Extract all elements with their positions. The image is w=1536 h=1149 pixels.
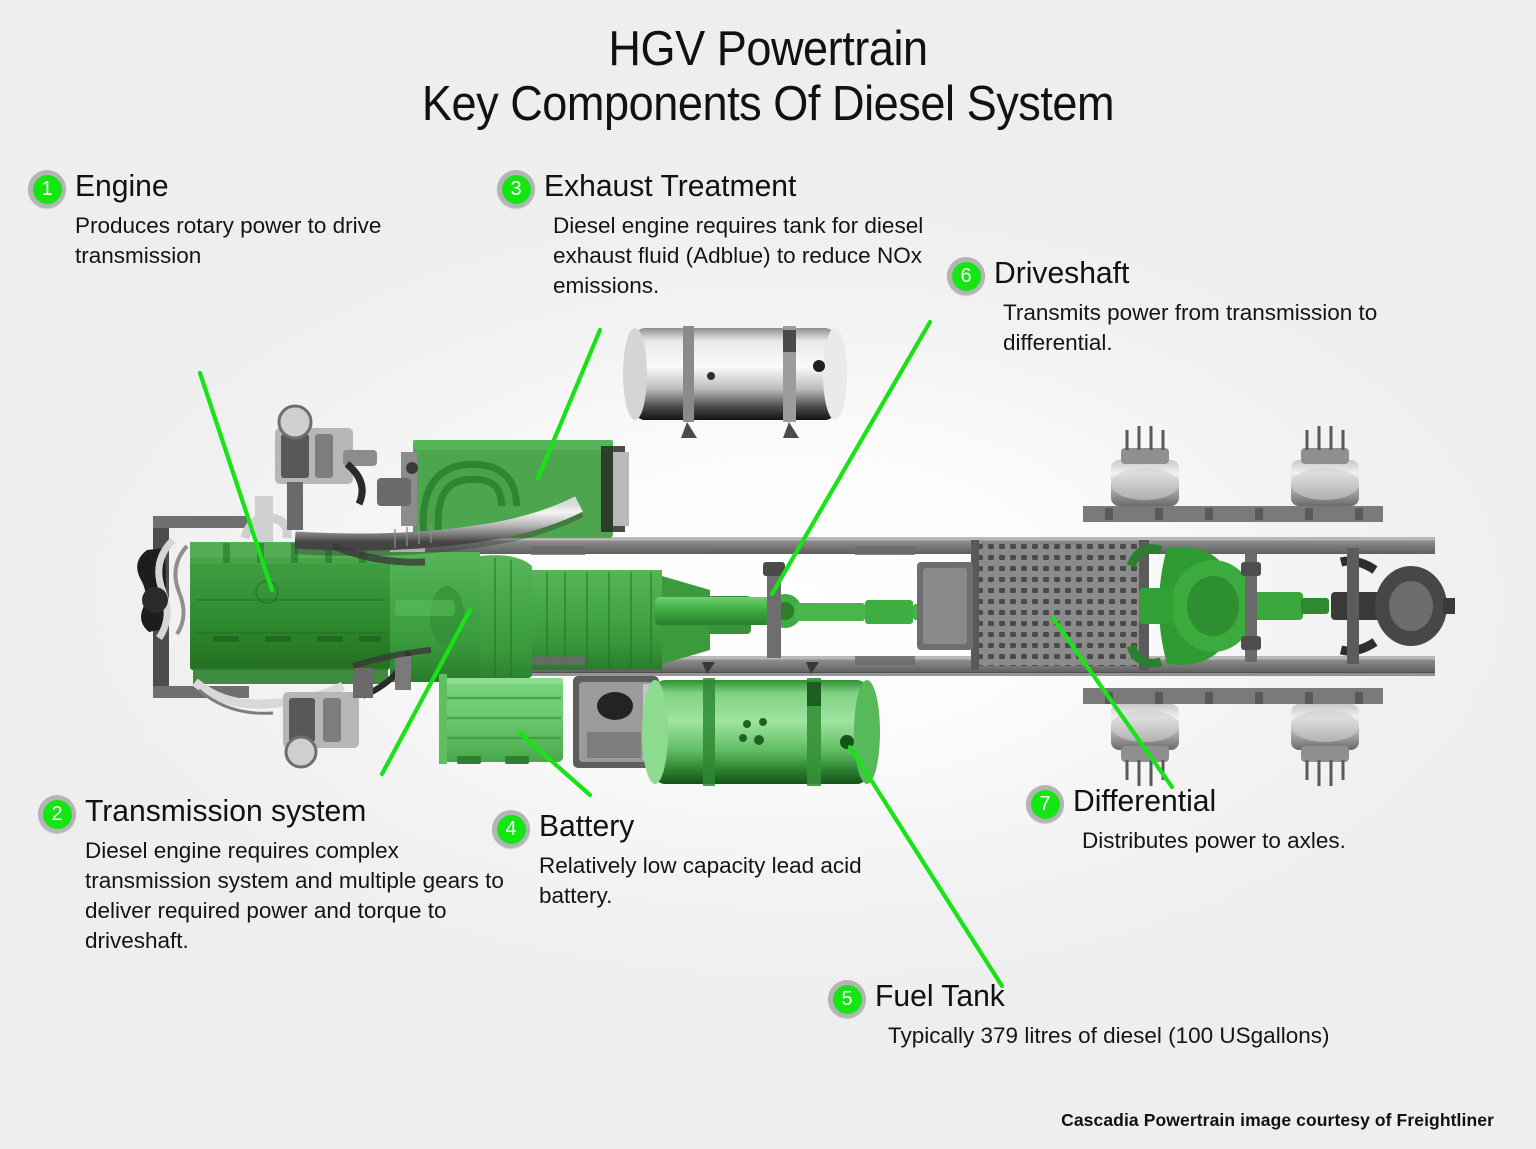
title-line-1: HGV Powertrain — [608, 22, 928, 76]
badge-number: 6 — [951, 261, 981, 291]
badge-number: 5 — [832, 984, 862, 1014]
callout-description: Transmits power from transmission to dif… — [1003, 300, 1378, 355]
air-tank — [623, 326, 847, 438]
callout-title: Driveshaft — [994, 255, 1130, 290]
callout-description: Produces rotary power to drive transmiss… — [75, 213, 382, 268]
callout-driveshaft[interactable]: 6 Driveshaft Transmits power from transm… — [947, 255, 1427, 358]
leader-line-2 — [379, 607, 473, 777]
front-end-assembly — [137, 516, 249, 698]
badge-7: 7 — [1026, 785, 1064, 823]
callout-head: 7 Differential — [1026, 783, 1416, 823]
callout-head: 4 Battery — [492, 808, 912, 848]
badge-5: 5 — [828, 980, 866, 1018]
image-credit: Cascadia Powertrain image courtesy of Fr… — [1061, 1110, 1494, 1130]
callout-description: Relatively low capacity lead acid batter… — [539, 853, 862, 908]
callout-head: 2 Transmission system — [38, 793, 518, 833]
auxiliary-piping — [331, 542, 915, 669]
exhaust-aftertreatment-unit — [294, 440, 629, 556]
callout-fuel-tank[interactable]: 5 Fuel Tank Typically 379 litres of dies… — [828, 978, 1408, 1051]
badge-1: 1 — [28, 170, 66, 208]
badge-6: 6 — [947, 257, 985, 295]
transmission-assembly — [390, 552, 751, 687]
callout-description: Diesel engine requires complex transmiss… — [85, 838, 504, 953]
differential — [1126, 544, 1329, 668]
badge-2: 2 — [38, 795, 76, 833]
badge-3: 3 — [497, 170, 535, 208]
callout-title: Engine — [75, 168, 169, 203]
callout-transmission-system[interactable]: 2 Transmission system Diesel engine requ… — [38, 793, 518, 956]
rear-tandem-axles — [1083, 506, 1455, 704]
leader-line-3 — [535, 327, 603, 481]
leader-line-4 — [517, 730, 593, 798]
perforated-crossmember — [917, 540, 1149, 670]
leader-line-7 — [1050, 615, 1175, 790]
callout-exhaust-treatment[interactable]: 3 Exhaust Treatment Diesel engine requir… — [497, 168, 923, 301]
front-suspension-assembly — [283, 650, 412, 769]
battery-box — [439, 674, 563, 764]
callout-title: Exhaust Treatment — [544, 168, 797, 203]
callout-title: Battery — [539, 808, 635, 843]
callout-title: Transmission system — [85, 793, 367, 828]
leader-line-6 — [769, 319, 933, 597]
leader-line-1 — [197, 370, 275, 593]
steering-and-air-assembly — [255, 404, 411, 542]
badge-number: 7 — [1030, 789, 1060, 819]
badge-number: 3 — [501, 174, 531, 204]
page-title: HGV Powertrain Key Components Of Diesel … — [0, 22, 1536, 132]
callout-head: 1 Engine — [28, 168, 458, 208]
truck-chassis-illustration — [137, 326, 1455, 786]
callout-description: Distributes power to axles. — [1082, 828, 1346, 853]
callout-head: 6 Driveshaft — [947, 255, 1427, 295]
fuel-tank — [642, 662, 880, 786]
callout-battery[interactable]: 4 Battery Relatively low capacity lead a… — [492, 808, 912, 911]
callout-description: Typically 379 litres of diesel (100 USga… — [888, 1023, 1330, 1048]
callout-engine[interactable]: 1 Engine Produces rotary power to drive … — [28, 168, 458, 271]
callout-title: Fuel Tank — [875, 978, 1005, 1013]
callout-differential[interactable]: 7 Differential Distributes power to axle… — [1026, 783, 1416, 856]
chassis-frame — [425, 537, 1435, 676]
driveshaft — [655, 562, 965, 658]
badge-4: 4 — [492, 810, 530, 848]
badge-number: 4 — [496, 814, 526, 844]
badge-number: 1 — [32, 174, 62, 204]
callout-title: Differential — [1073, 783, 1217, 818]
engine-block — [190, 513, 390, 715]
callout-head: 5 Fuel Tank — [828, 978, 1408, 1018]
callout-head: 3 Exhaust Treatment — [497, 168, 897, 208]
title-line-2: Key Components Of Diesel System — [421, 76, 1115, 131]
def-tank — [573, 676, 659, 768]
badge-number: 2 — [42, 799, 72, 829]
wheel-hub-assemblies — [1111, 426, 1359, 786]
callout-description: Diesel engine requires tank for diesel e… — [553, 213, 924, 298]
